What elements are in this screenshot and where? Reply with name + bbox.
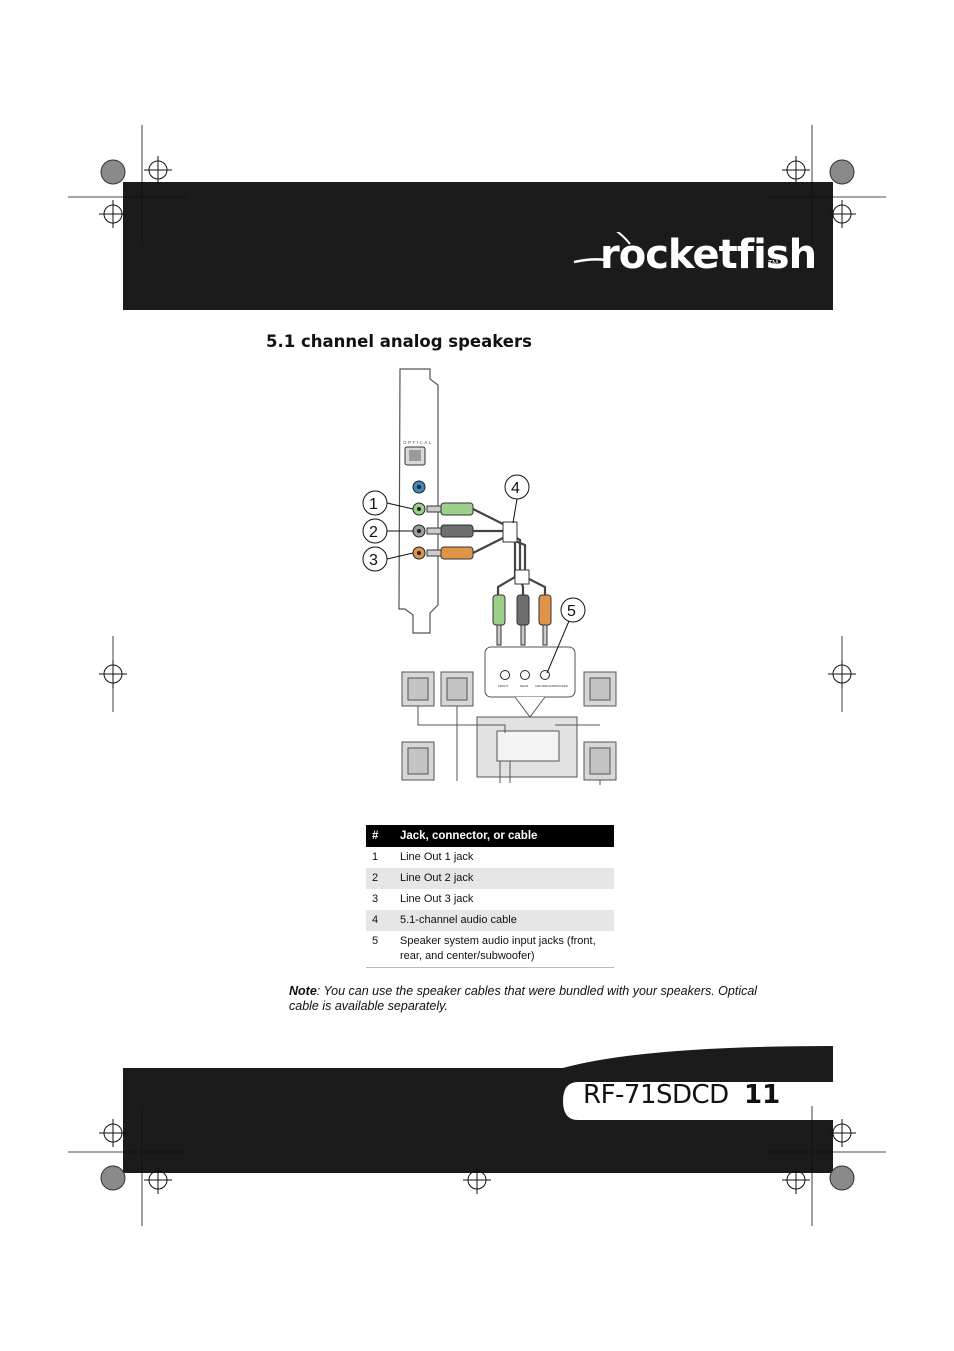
speaker-front-left	[401, 671, 435, 707]
diagram-svg: OPTICAL	[362, 368, 617, 785]
row-num: 3	[372, 893, 379, 905]
callout-2: 2	[369, 524, 378, 541]
note-label: Note	[289, 984, 317, 998]
speaker-jack-front: FRONT	[498, 684, 508, 688]
header-band	[123, 182, 833, 310]
callout-5: 5	[567, 603, 576, 620]
speaker-jack-center: CENTER/SUBWOOFER	[535, 684, 569, 688]
note-text: : You can use the speaker cables that we…	[289, 984, 758, 1013]
optical-label: OPTICAL	[403, 440, 433, 445]
note: Note: You can use the speaker cables tha…	[289, 984, 779, 1014]
jack-table: # Jack, connector, or cable 1 Line Out 1…	[366, 825, 614, 968]
table-row: 2 Line Out 2 jack	[366, 868, 614, 889]
rocketfish-logo: rocketfish TM	[572, 232, 817, 282]
cable-bundle	[472, 508, 547, 595]
row-num: 5	[366, 931, 394, 968]
brand-name: rocketfish	[600, 232, 817, 278]
row-num: 2	[366, 868, 394, 889]
callout-1: 1	[369, 496, 378, 513]
speaker-rear-right	[583, 741, 617, 781]
cable-plugs-card	[426, 502, 474, 560]
speaker-input-panel	[484, 646, 576, 698]
cable-splitter-bottom	[514, 569, 530, 585]
model-number: RF-71SDCD	[583, 1080, 729, 1110]
speaker-center	[583, 671, 617, 707]
row-desc: Speaker system audio input jacks (front,…	[394, 931, 614, 968]
page-number: 11	[744, 1080, 781, 1110]
section-title: 5.1 channel analog speakers	[266, 332, 532, 351]
speaker-rear-left	[401, 741, 435, 781]
speaker-jack-rear: REAR	[520, 684, 529, 688]
row-desc: Line Out 1 jack	[400, 851, 474, 863]
table-row: 4 5.1-channel audio cable	[366, 910, 614, 931]
cable-plugs-speaker	[492, 594, 552, 646]
table-header-desc: Jack, connector, or cable	[394, 825, 614, 847]
row-num: 4	[366, 910, 394, 931]
callout-3: 3	[369, 552, 378, 569]
sound-card-bracket	[398, 368, 439, 634]
footer-band	[123, 1046, 833, 1173]
row-desc: Line Out 2 jack	[394, 868, 614, 889]
cable-splitter-top	[502, 521, 518, 543]
table-row: 3 Line Out 3 jack	[366, 889, 614, 910]
table-row: 5 Speaker system audio input jacks (fron…	[366, 931, 614, 968]
speaker-front-right	[440, 671, 474, 707]
connection-diagram: OPTICAL	[355, 365, 625, 785]
trademark: TM	[768, 260, 779, 267]
row-num: 1	[372, 851, 379, 863]
table-row: 1 Line Out 1 jack	[366, 847, 614, 868]
callout-4: 4	[511, 480, 520, 497]
row-desc: Line Out 3 jack	[400, 893, 474, 905]
table-header-num: #	[366, 825, 394, 847]
row-desc: 5.1-channel audio cable	[394, 910, 614, 931]
